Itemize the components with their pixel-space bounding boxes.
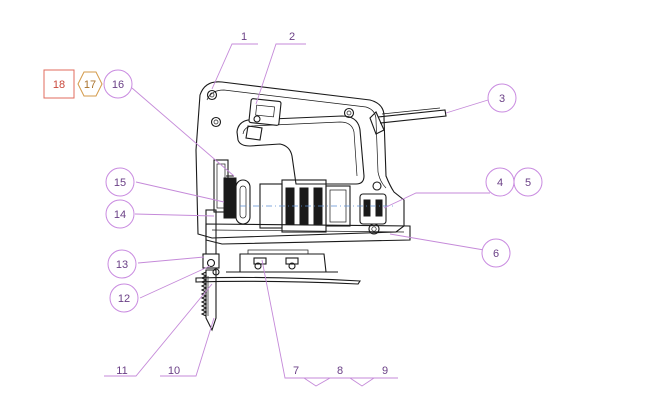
callout-10: 10 bbox=[168, 365, 180, 377]
callout-16: 16 bbox=[103, 69, 133, 99]
svg-text:2: 2 bbox=[289, 31, 295, 43]
svg-text:16: 16 bbox=[112, 79, 124, 91]
callout-15: 15 bbox=[105, 167, 135, 197]
svg-text:4: 4 bbox=[497, 177, 503, 189]
jigsaw-body bbox=[195, 81, 447, 332]
callout-11: 11 bbox=[116, 365, 127, 377]
svg-text:10: 10 bbox=[168, 365, 180, 377]
callout-18: 18 bbox=[43, 69, 75, 99]
callout-2: 2 bbox=[289, 31, 295, 43]
callout-9: 9 bbox=[382, 365, 388, 377]
leader-lines bbox=[104, 43, 490, 387]
callout-5: 5 bbox=[513, 167, 543, 197]
svg-text:11: 11 bbox=[116, 365, 127, 377]
callout-12: 12 bbox=[109, 283, 139, 313]
svg-text:9: 9 bbox=[382, 365, 388, 377]
callout-13: 13 bbox=[107, 249, 137, 279]
callout-17: 17 bbox=[77, 71, 103, 97]
callout-4: 4 bbox=[485, 167, 515, 197]
callout-8: 8 bbox=[337, 365, 343, 377]
svg-text:3: 3 bbox=[499, 93, 505, 105]
svg-text:5: 5 bbox=[525, 177, 531, 189]
svg-text:1: 1 bbox=[241, 31, 247, 43]
svg-text:8: 8 bbox=[337, 365, 343, 377]
svg-text:15: 15 bbox=[114, 177, 126, 189]
svg-text:6: 6 bbox=[493, 248, 499, 260]
callout-6: 6 bbox=[481, 238, 511, 268]
svg-text:12: 12 bbox=[118, 293, 130, 305]
svg-text:17: 17 bbox=[84, 79, 96, 91]
callout-3: 3 bbox=[487, 83, 517, 113]
callout-1: 1 bbox=[241, 31, 247, 43]
callout-7: 7 bbox=[293, 365, 299, 377]
svg-text:18: 18 bbox=[53, 79, 65, 91]
svg-text:13: 13 bbox=[116, 259, 128, 271]
svg-text:7: 7 bbox=[293, 365, 299, 377]
callout-14: 14 bbox=[105, 199, 135, 229]
svg-text:14: 14 bbox=[114, 209, 126, 221]
